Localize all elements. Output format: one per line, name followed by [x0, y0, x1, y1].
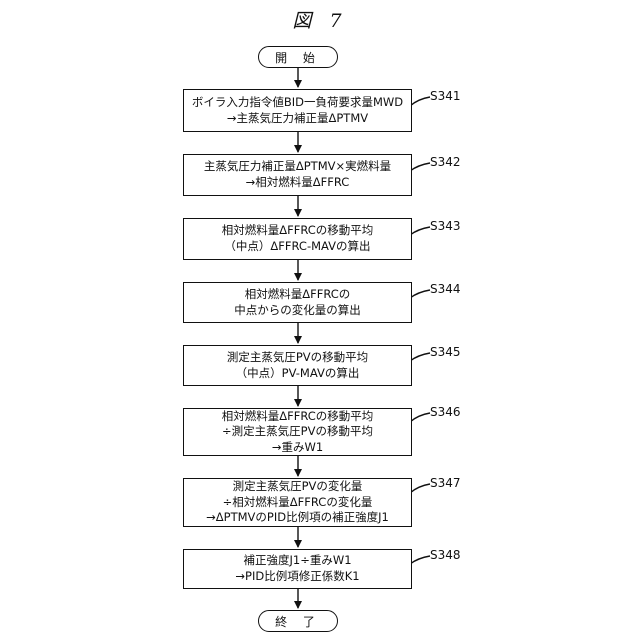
step-text: 補正強度J1÷重みW1 →PID比例項修正係数K1: [235, 553, 359, 584]
step-id-s341: S341: [430, 89, 461, 103]
step-id-s346: S346: [430, 405, 461, 419]
step-id-s348: S348: [430, 548, 461, 562]
step-line: （中点）ΔFFRC-MAVの算出: [222, 239, 374, 255]
step-text: 相対燃料量ΔFFRCの 中点からの変化量の算出: [234, 287, 361, 318]
step-line: 相対燃料量ΔFFRCの移動平均: [222, 223, 374, 239]
step-line: 相対燃料量ΔFFRCの: [234, 287, 361, 303]
leader-s345: [410, 353, 430, 361]
step-line: →PID比例項修正係数K1: [235, 569, 359, 585]
leader-s347: [410, 484, 430, 493]
step-box-s345: 測定主蒸気圧PVの移動平均 （中点）PV-MAVの算出: [183, 345, 412, 386]
step-box-s341: ボイラ入力指令値BID一負荷要求量MWD →主蒸気圧力補正量ΔPTMV: [183, 89, 412, 132]
step-id-s342: S342: [430, 155, 461, 169]
leader-s344: [410, 290, 430, 298]
leader-s343: [410, 227, 430, 235]
leader-s341: [410, 97, 430, 106]
step-box-s343: 相対燃料量ΔFFRCの移動平均 （中点）ΔFFRC-MAVの算出: [183, 218, 412, 260]
leader-s342: [410, 163, 430, 171]
step-text: 主蒸気圧力補正量ΔPTMV×実燃料量 →相対燃料量ΔFFRC: [204, 159, 391, 190]
step-line: （中点）PV-MAVの算出: [227, 366, 368, 382]
step-box-s347: 測定主蒸気圧PVの変化量 ÷相対燃料量ΔFFRCの変化量 →ΔPTMVのPID比…: [183, 478, 412, 527]
step-text: 相対燃料量ΔFFRCの移動平均 （中点）ΔFFRC-MAVの算出: [222, 223, 374, 254]
step-line: →重みW1: [222, 440, 374, 456]
step-line: →主蒸気圧力補正量ΔPTMV: [192, 111, 403, 127]
step-box-s348: 補正強度J1÷重みW1 →PID比例項修正係数K1: [183, 549, 412, 589]
step-box-s346: 相対燃料量ΔFFRCの移動平均 ÷測定主蒸気圧PVの移動平均 →重みW1: [183, 408, 412, 456]
step-id-s347: S347: [430, 476, 461, 490]
start-terminal: 開 始: [258, 46, 338, 68]
step-id-s345: S345: [430, 345, 461, 359]
step-line: 補正強度J1÷重みW1: [235, 553, 359, 569]
step-line: 中点からの変化量の算出: [234, 303, 361, 319]
step-line: 測定主蒸気圧PVの移動平均: [227, 350, 368, 366]
step-line: 測定主蒸気圧PVの変化量: [206, 479, 389, 495]
step-box-s342: 主蒸気圧力補正量ΔPTMV×実燃料量 →相対燃料量ΔFFRC: [183, 154, 412, 196]
step-id-s343: S343: [430, 219, 461, 233]
step-line: ÷測定主蒸気圧PVの移動平均: [222, 424, 374, 440]
step-line: 主蒸気圧力補正量ΔPTMV×実燃料量: [204, 159, 391, 175]
end-terminal: 終 了: [258, 610, 338, 632]
leader-s348: [410, 556, 430, 564]
step-line: →相対燃料量ΔFFRC: [204, 175, 391, 191]
step-id-s344: S344: [430, 282, 461, 296]
step-line: →ΔPTMVのPID比例項の補正強度J1: [206, 510, 389, 526]
step-box-s344: 相対燃料量ΔFFRCの 中点からの変化量の算出: [183, 282, 412, 323]
step-text: 相対燃料量ΔFFRCの移動平均 ÷測定主蒸気圧PVの移動平均 →重みW1: [222, 409, 374, 456]
step-line: ボイラ入力指令値BID一負荷要求量MWD: [192, 95, 403, 111]
step-line: 相対燃料量ΔFFRCの移動平均: [222, 409, 374, 425]
step-text: 測定主蒸気圧PVの変化量 ÷相対燃料量ΔFFRCの変化量 →ΔPTMVのPID比…: [206, 479, 389, 526]
step-line: ÷相対燃料量ΔFFRCの変化量: [206, 495, 389, 511]
leader-s346: [410, 413, 430, 422]
step-text: 測定主蒸気圧PVの移動平均 （中点）PV-MAVの算出: [227, 350, 368, 381]
step-text: ボイラ入力指令値BID一負荷要求量MWD →主蒸気圧力補正量ΔPTMV: [192, 95, 403, 126]
